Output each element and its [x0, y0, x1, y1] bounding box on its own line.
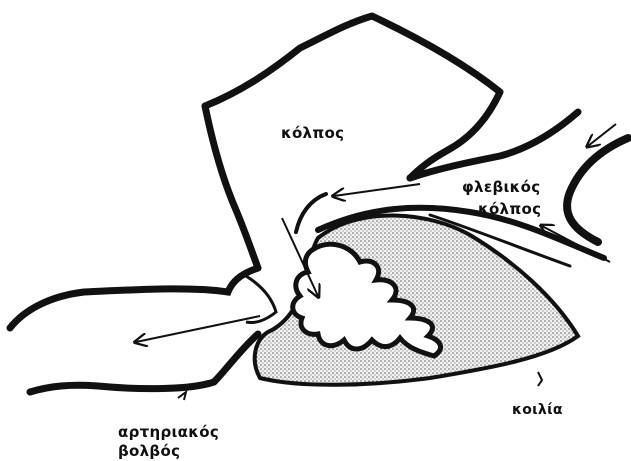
bulbus-valve — [246, 276, 276, 323]
atrium-wall — [205, 16, 500, 178]
tick-bulbus — [178, 392, 186, 400]
label-bulbus-line1: αρτηριακός — [118, 423, 219, 441]
bulbus-lower-wall — [30, 334, 258, 392]
tick-ventricle — [538, 372, 542, 386]
bulbus-upper-wall — [10, 268, 258, 328]
vein-right — [567, 138, 628, 242]
label-ventricle: κοιλία — [512, 402, 563, 418]
arrow-ventricle-to-bulbus — [136, 316, 260, 342]
label-sinus-venosus-line1: φλεβικός — [462, 178, 540, 196]
atrium-left-wall — [205, 106, 258, 268]
sinus-venosus-upper-wall — [410, 112, 578, 178]
label-sinus-venosus-line2: κόλπος — [478, 200, 541, 218]
label-atrium: κόλπος — [281, 124, 344, 142]
label-bulbus-line2: βολβός — [118, 442, 180, 460]
arrow-sinus-to-atrium — [334, 184, 420, 196]
